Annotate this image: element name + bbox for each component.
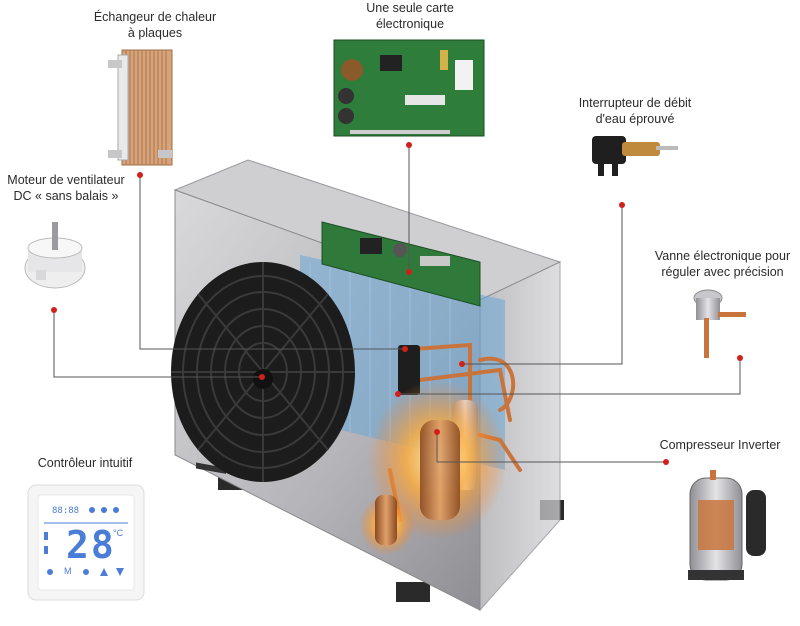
label-flow-switch: Interrupteur de débit d'eau éprouvé	[578, 96, 692, 126]
label-expansion-valve: Vanne électronique pour réguler avec pré…	[654, 249, 791, 279]
controller-unit: °C	[113, 528, 124, 538]
brand-badge	[196, 462, 226, 474]
fan-motor-image	[24, 222, 86, 289]
callout-dots	[51, 142, 743, 465]
foot	[396, 582, 430, 602]
controller-temperature: 28	[66, 523, 116, 567]
label-heat-exchanger: Échangeur de chaleur à plaques	[93, 10, 217, 40]
label-compressor: Compresseur Inverter	[659, 438, 781, 452]
label-fan-motor: Moteur de ventilateur DC « sans balais »	[7, 173, 125, 203]
pcb-image	[333, 39, 485, 137]
controller-image	[27, 484, 145, 601]
expansion-valve-image	[693, 289, 746, 358]
flow-switch-image	[592, 136, 678, 176]
heat-exchanger-image	[108, 49, 173, 166]
compressor-image	[688, 470, 766, 581]
controller-mode-button: M	[64, 566, 72, 576]
pcb-in-unit	[321, 221, 481, 307]
leader-lines	[53, 145, 741, 463]
internal-components	[359, 342, 522, 555]
label-controller: Contrôleur intuitif	[37, 456, 133, 470]
label-control-board: Une seule carte électronique	[366, 1, 454, 31]
fan-grille	[171, 262, 355, 482]
controller-clock: 88:88	[52, 506, 80, 516]
